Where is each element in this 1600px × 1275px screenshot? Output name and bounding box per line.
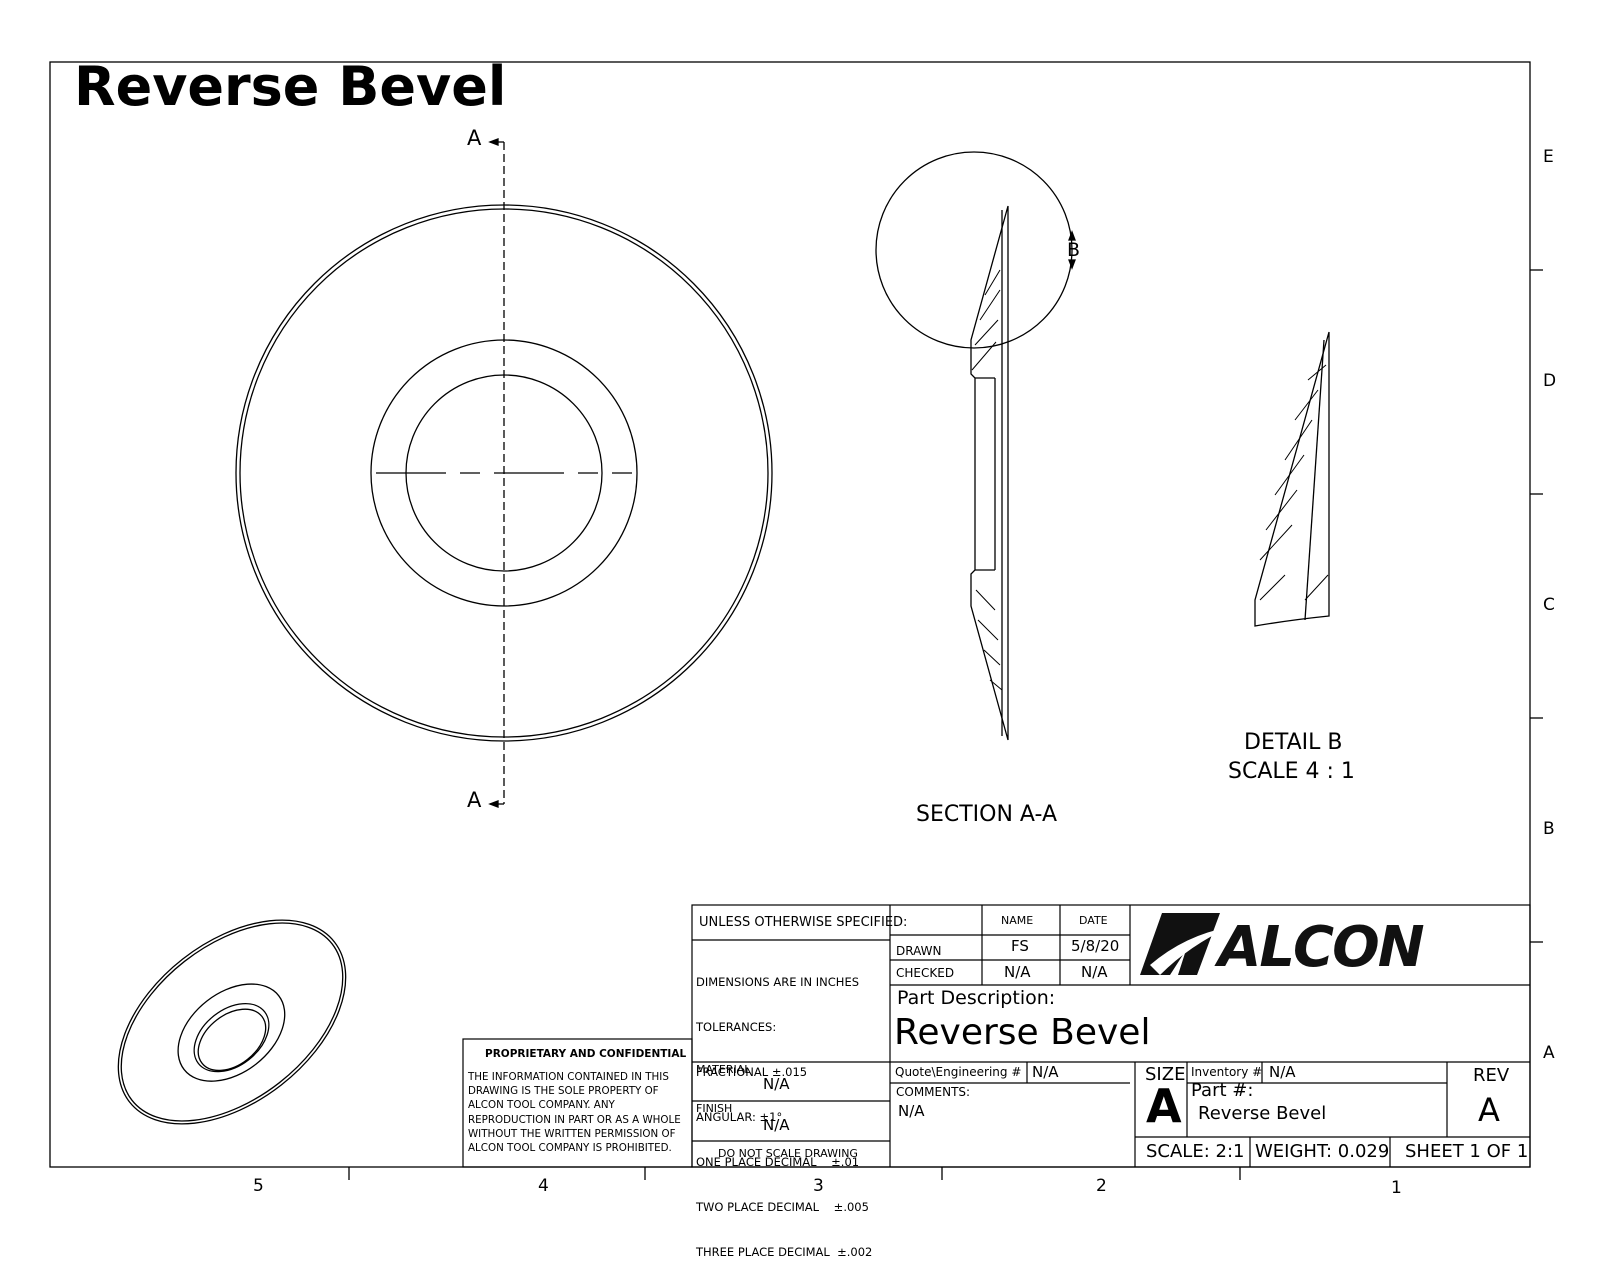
section-marker-bottom: A	[467, 788, 482, 812]
material-label: MATERIAL	[696, 1063, 751, 1076]
proprietary-notice: THE INFORMATION CONTAINED IN THIS DRAWIN…	[468, 1070, 681, 1155]
zone-ticks	[348, 269, 1543, 1180]
checked-label: CHECKED	[896, 966, 955, 980]
tolerance-line: FRACTIONAL ±.015	[696, 1065, 808, 1079]
section-marker-top: A	[467, 126, 482, 150]
drawing-sheet	[49, 61, 1543, 1180]
name-header: NAME	[1001, 914, 1034, 927]
checked-date: N/A	[1081, 963, 1108, 981]
proprietary-line: DRAWING IS THE SOLE PROPERTY OF	[468, 1085, 659, 1098]
proprietary-line: ALCON TOOL COMPANY. ANY	[468, 1099, 615, 1112]
tolerance-line: THREE PLACE DECIMAL ±.002	[696, 1245, 873, 1259]
tolerance-line: DIMENSIONS ARE IN INCHES	[696, 975, 860, 989]
zone-col-3: 3	[813, 1176, 824, 1196]
zone-row-d: D	[1543, 371, 1557, 391]
title-block-grid	[462, 904, 1531, 1168]
zone-col-2: 2	[1096, 1176, 1107, 1196]
tolerance-line: ANGULAR: ±1°	[696, 1110, 783, 1124]
quote-value: N/A	[1032, 1063, 1059, 1081]
size-value: A	[1146, 1079, 1182, 1133]
drawn-label: DRAWN	[896, 944, 942, 958]
material-value: N/A	[763, 1075, 790, 1093]
zone-col-5: 5	[253, 1176, 264, 1196]
proprietary-line: WITHOUT THE WRITTEN PERMISSION OF	[468, 1127, 676, 1140]
weight: WEIGHT: 0.029	[1255, 1141, 1390, 1162]
proprietary-line: REPRODUCTION IN PART OR AS A WHOLE	[468, 1113, 681, 1126]
alcon-logo-text: ALCON	[1218, 915, 1425, 980]
proprietary-heading: PROPRIETARY AND CONFIDENTIAL	[485, 1048, 687, 1060]
checked-name: N/A	[1004, 963, 1031, 981]
inventory-label: Inventory #	[1191, 1065, 1263, 1079]
detail-scale: SCALE 4 : 1	[1228, 759, 1355, 784]
part-description: Reverse Bevel	[894, 1012, 1151, 1053]
finish-value: N/A	[763, 1116, 790, 1134]
isometric-view	[117, 919, 347, 1125]
drawing-title: Reverse Bevel	[74, 55, 507, 118]
proprietary-line: ALCON TOOL COMPANY IS PROHIBITED.	[468, 1142, 672, 1155]
drawn-date: 5/8/20	[1071, 937, 1120, 955]
part-number-value: Reverse Bevel	[1198, 1103, 1327, 1124]
detail-label: DETAIL B	[1244, 730, 1343, 755]
drawn-name: FS	[1011, 937, 1029, 955]
tolerance-line: TOLERANCES:	[696, 1020, 777, 1034]
zone-row-c: C	[1543, 595, 1555, 615]
zone-row-a: A	[1543, 1043, 1555, 1063]
sheet-number: SHEET 1 OF 1	[1405, 1141, 1529, 1162]
proprietary-line: THE INFORMATION CONTAINED IN THIS	[468, 1071, 669, 1083]
zone-col-4: 4	[538, 1176, 549, 1196]
size-label: SIZE	[1145, 1064, 1186, 1085]
quote-label: Quote\Engineering #	[895, 1065, 1022, 1079]
detail-b-view	[1254, 331, 1330, 627]
rev-value: A	[1478, 1091, 1500, 1129]
part-number-label: Part #:	[1191, 1080, 1254, 1101]
comments-label: COMMENTS:	[896, 1085, 971, 1099]
unless-specified: UNLESS OTHERWISE SPECIFIED:	[699, 915, 908, 930]
detail-b-circle	[875, 151, 1073, 349]
tolerance-line: TWO PLACE DECIMAL ±.005	[696, 1200, 869, 1214]
alcon-logo-mark	[1140, 913, 1230, 975]
front-view	[235, 138, 773, 808]
date-header: DATE	[1079, 914, 1108, 927]
inventory-value: N/A	[1269, 1063, 1296, 1081]
detail-marker: B	[1067, 239, 1081, 261]
rev-label: REV	[1473, 1065, 1510, 1086]
tolerance-line: ONE PLACE DECIMAL ±.01	[696, 1155, 860, 1169]
zone-row-b: B	[1543, 819, 1555, 839]
comments-value: N/A	[898, 1102, 925, 1120]
section-view	[875, 151, 1076, 741]
zone-col-1: 1	[1391, 1178, 1402, 1198]
finish-label: FINISH	[696, 1102, 733, 1115]
section-label: SECTION A-A	[916, 802, 1057, 827]
zone-row-e: E	[1543, 147, 1554, 167]
scale: SCALE: 2:1	[1146, 1141, 1245, 1162]
part-description-label: Part Description:	[897, 987, 1056, 1009]
do-not-scale: DO NOT SCALE DRAWING	[718, 1147, 858, 1160]
